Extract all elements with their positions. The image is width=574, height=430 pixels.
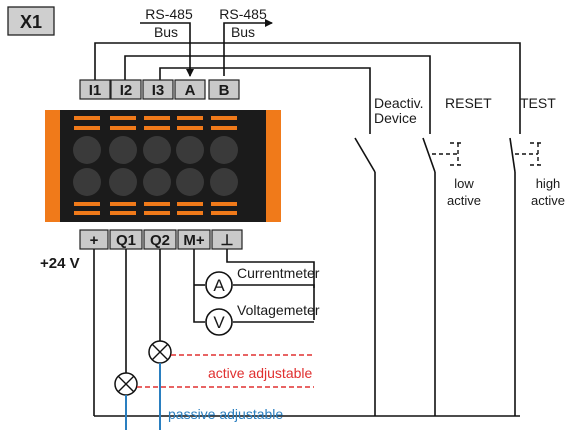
test-note-2: active	[531, 193, 565, 208]
voltagemeter-label: Voltagemeter	[237, 302, 320, 318]
top-terminal-block: I1 I2 I3 A B	[79, 79, 240, 100]
bus-label-1-top: RS-485	[145, 6, 193, 22]
supply-label: +24 V	[40, 255, 80, 272]
active-adjustable-label: active adjustable	[208, 365, 313, 381]
terminal-i2-label: I2	[120, 82, 133, 99]
terminal-q1-label: Q1	[116, 232, 136, 249]
terminal-i1	[79, 79, 111, 100]
voltmeter-symbol: V	[213, 313, 225, 332]
terminal-i2	[110, 79, 142, 100]
lamp-q1	[114, 372, 138, 396]
terminal-a	[174, 79, 206, 100]
deactiv-label-1: Deactiv.	[374, 95, 424, 111]
voltmeter-circle	[205, 308, 233, 336]
switch-deactiv	[354, 122, 376, 173]
switch-reset	[422, 122, 464, 173]
wire-ground	[226, 249, 315, 288]
wire-i2	[124, 55, 431, 122]
terminal-i3-label: I3	[152, 82, 165, 99]
ammeter-circle	[205, 271, 233, 299]
test-note-1: high	[536, 176, 561, 191]
terminal-i1-label: I1	[89, 82, 102, 99]
test-label: TEST	[520, 95, 556, 111]
bottom-terminal-block: + Q1 Q2 M+ ⊥	[79, 229, 243, 250]
bus-label-2-top: RS-485	[219, 6, 267, 22]
deactiv-label-2: Device	[374, 110, 417, 126]
ammeter-symbol: A	[213, 276, 225, 295]
reset-note-2: active	[447, 193, 481, 208]
switch-test	[509, 122, 544, 173]
terminal-b	[208, 79, 240, 100]
x1-label-box	[7, 6, 55, 36]
terminal-m-plus-label: M+	[183, 232, 204, 249]
connector-block	[45, 110, 281, 222]
wire-i1	[94, 42, 521, 122]
wire-m-plus	[193, 249, 205, 323]
terminal-b-label: B	[219, 82, 230, 99]
reset-label: RESET	[445, 95, 492, 111]
terminal-q2-label: Q2	[150, 232, 170, 249]
bus-label-1-bottom: Bus	[154, 24, 178, 40]
reset-note-1: low	[454, 176, 474, 191]
terminal-plus-label: +	[90, 232, 99, 249]
terminal-ground-label: ⊥	[220, 232, 233, 249]
terminal-a-label: A	[185, 82, 196, 99]
bus-b-arrow	[223, 19, 273, 76]
x1-label: X1	[20, 12, 42, 32]
wire-i3	[159, 67, 371, 122]
terminal-i3	[142, 79, 174, 100]
bus-label-2-bottom: Bus	[231, 24, 255, 40]
passive-adjustable-label: passive adjustable	[168, 406, 283, 422]
lamp-q2	[148, 340, 172, 364]
currentmeter-label: Currentmeter	[237, 265, 320, 281]
bus-a-arrow	[140, 22, 194, 77]
